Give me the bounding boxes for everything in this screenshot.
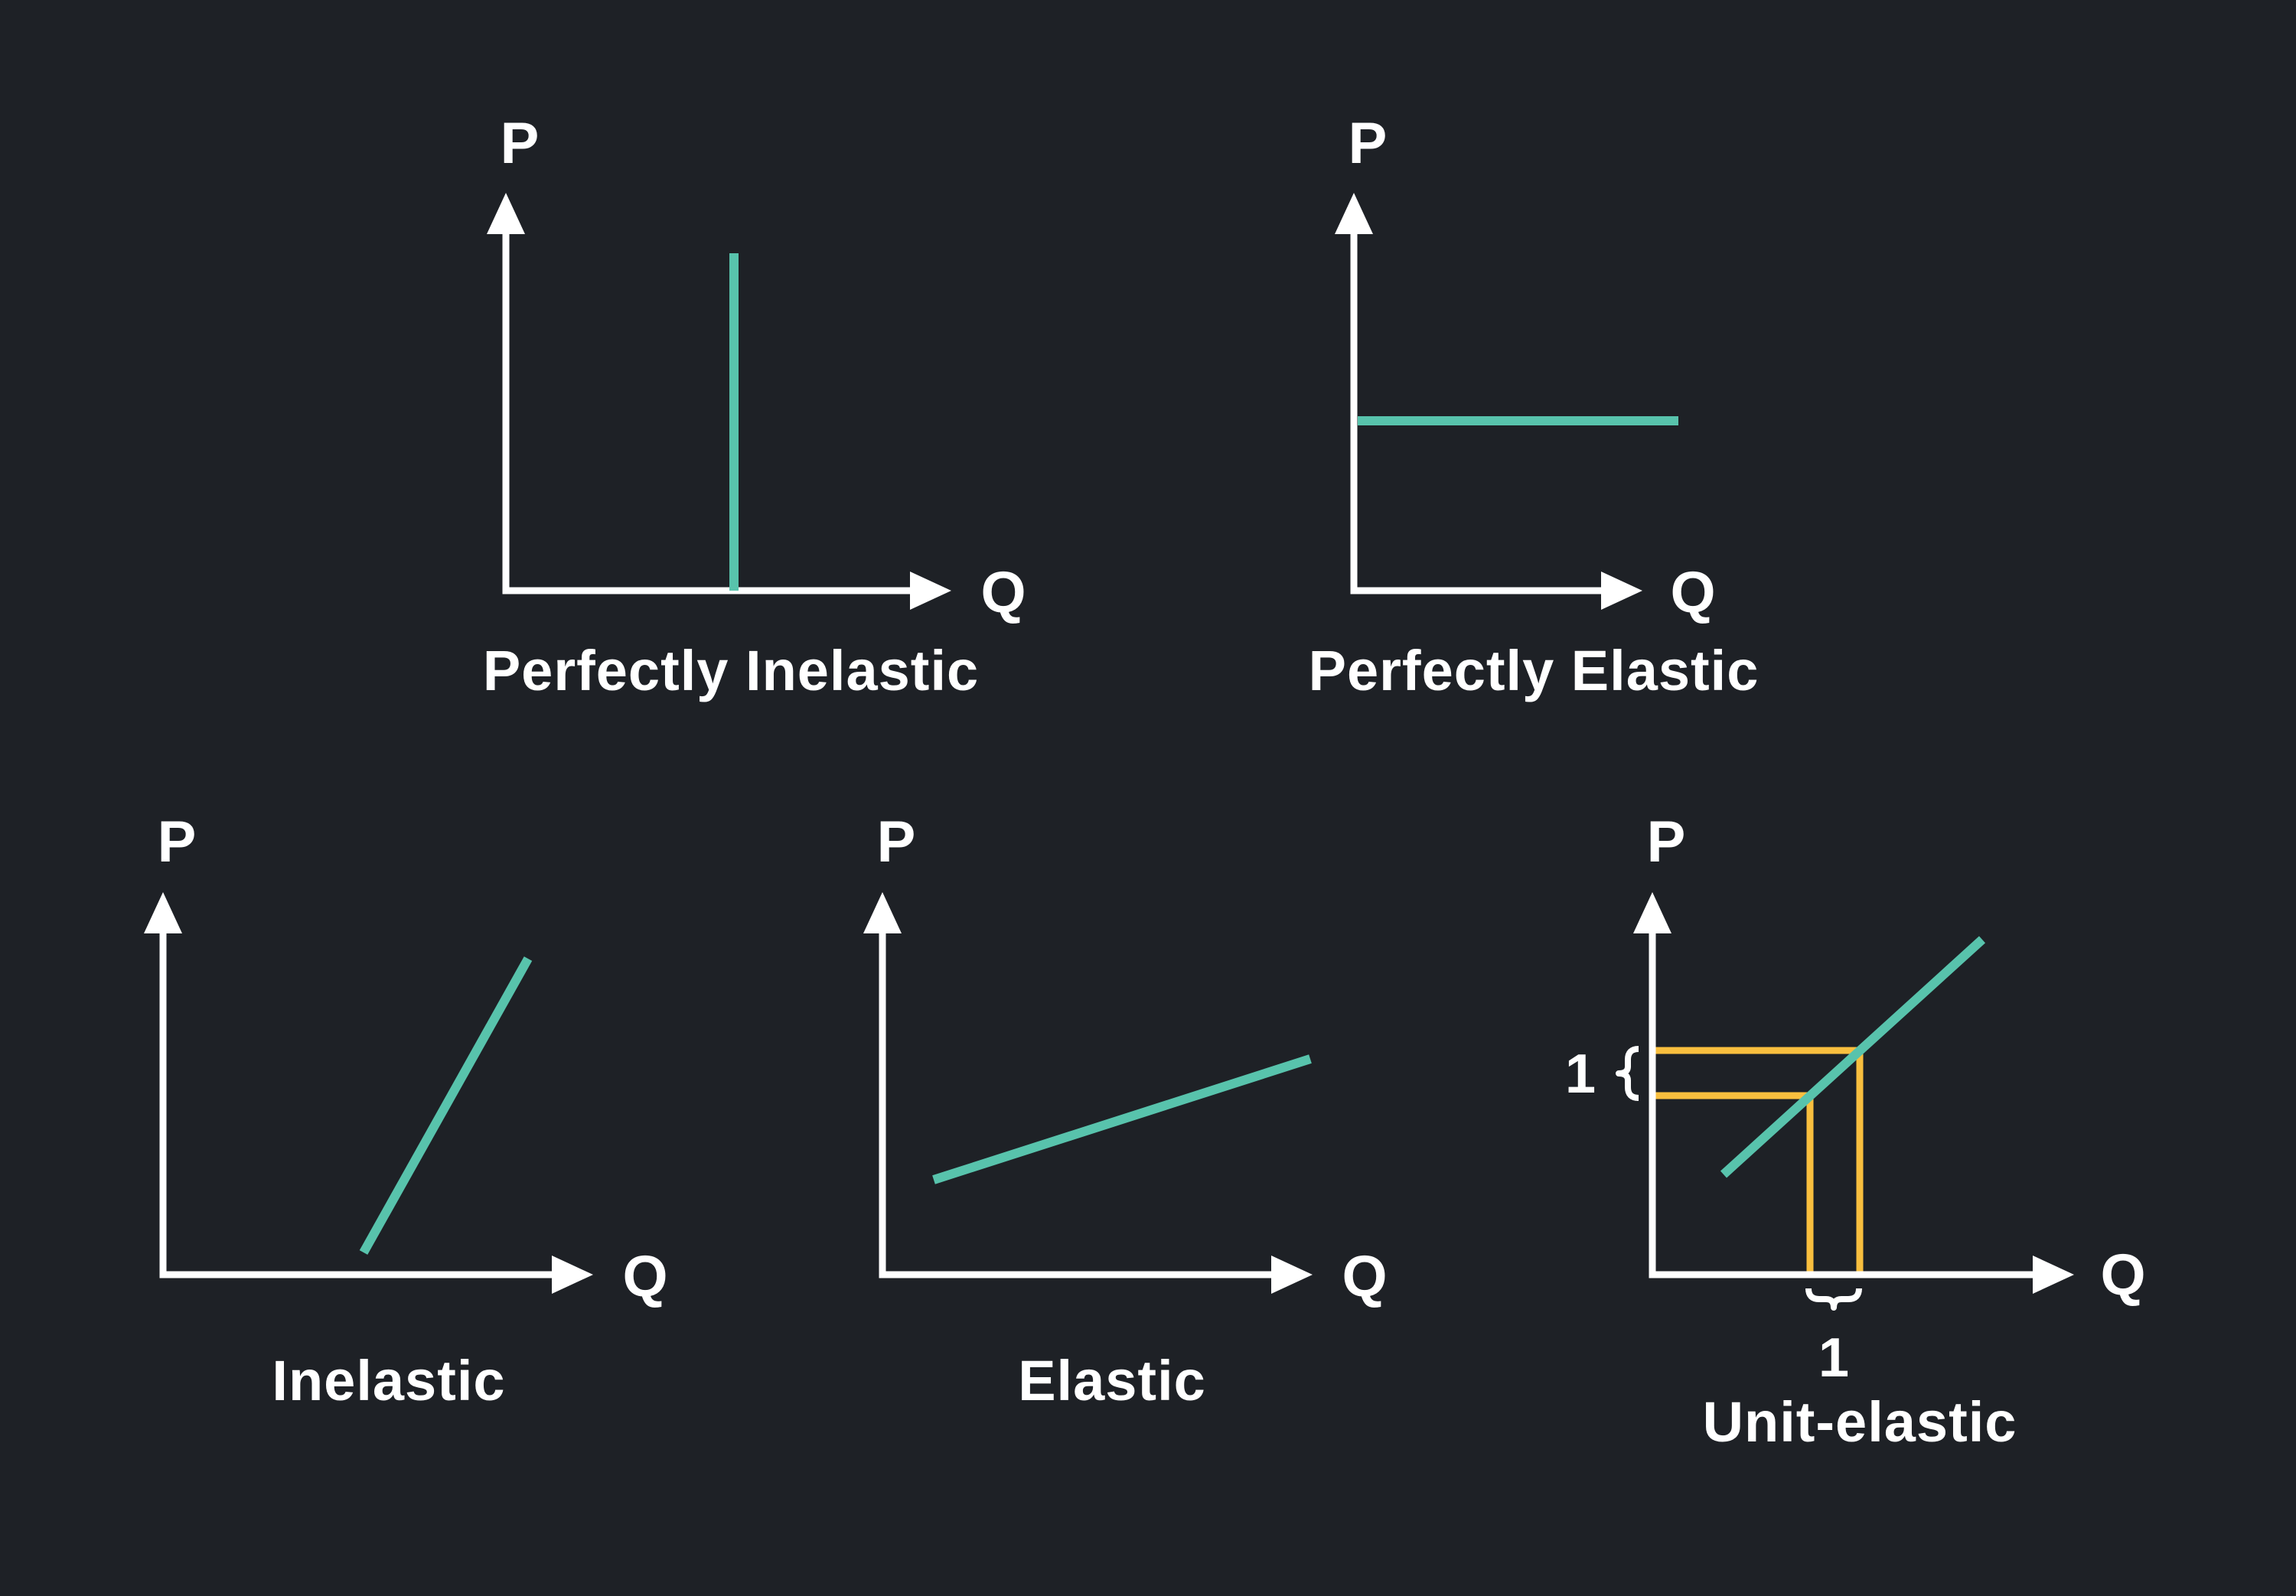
x-axis-arrow-icon xyxy=(1601,572,1642,610)
y-axis-arrow-icon xyxy=(1335,193,1373,234)
panel-caption: Inelastic xyxy=(272,1349,505,1412)
y-axis-arrow-icon xyxy=(144,892,182,933)
axes xyxy=(1350,230,1605,594)
x-axis-arrow-icon xyxy=(1271,1256,1313,1294)
price-unit-label: 1 xyxy=(1565,1044,1596,1105)
x-axis-label: Q xyxy=(1670,560,1715,625)
supply-curve xyxy=(359,956,533,1255)
axes xyxy=(879,930,1275,1278)
supply-curve xyxy=(932,1054,1312,1184)
x-axis-arrow-icon xyxy=(552,1256,593,1294)
y-axis-label: P xyxy=(1349,111,1388,176)
panel-perfectly-inelastic: P Q Perfectly Inelastic xyxy=(483,111,1026,702)
x-axis-label: Q xyxy=(2100,1243,2145,1308)
panel-caption: Perfectly Elastic xyxy=(1309,639,1760,702)
y-axis-label: P xyxy=(501,111,540,176)
panel-elastic: P Q Elastic xyxy=(863,809,1388,1412)
y-axis-arrow-icon xyxy=(487,193,525,234)
curve-host-inelastic xyxy=(359,956,533,1255)
axes xyxy=(502,230,914,594)
supply-curve xyxy=(1720,936,1986,1178)
quantity-unit-brace-icon xyxy=(1805,1288,1862,1311)
y-axis-arrow-icon xyxy=(863,892,902,933)
curve-host-elastic xyxy=(932,1054,1312,1184)
x-axis-arrow-icon xyxy=(2033,1256,2074,1294)
y-axis-label: P xyxy=(158,809,197,875)
y-axis-label: P xyxy=(1647,809,1686,875)
panel-perfectly-elastic: P Q Perfectly Elastic xyxy=(1309,111,1760,702)
y-axis-label: P xyxy=(877,809,916,875)
panel-caption: Perfectly Inelastic xyxy=(483,639,979,702)
axes xyxy=(159,930,556,1278)
axes xyxy=(1649,930,2037,1278)
panel-inelastic: P Q Inelastic xyxy=(144,809,668,1412)
price-unit-brace-icon xyxy=(1616,1046,1639,1101)
quantity-unit-label: 1 xyxy=(1818,1327,1849,1389)
unit-guide-lines xyxy=(1653,1047,1864,1275)
panel-unit-elastic: 1 1 P Q Unit-elastic xyxy=(1565,809,2146,1454)
x-axis-arrow-icon xyxy=(910,572,951,610)
y-axis-arrow-icon xyxy=(1633,892,1671,933)
x-axis-label: Q xyxy=(622,1244,667,1309)
x-axis-label: Q xyxy=(1342,1244,1387,1309)
curve-host-unit-elastic xyxy=(1720,936,1986,1178)
panel-caption: Elastic xyxy=(1018,1349,1206,1412)
x-axis-label: Q xyxy=(980,560,1026,625)
panel-caption: Unit-elastic xyxy=(1703,1390,2017,1454)
